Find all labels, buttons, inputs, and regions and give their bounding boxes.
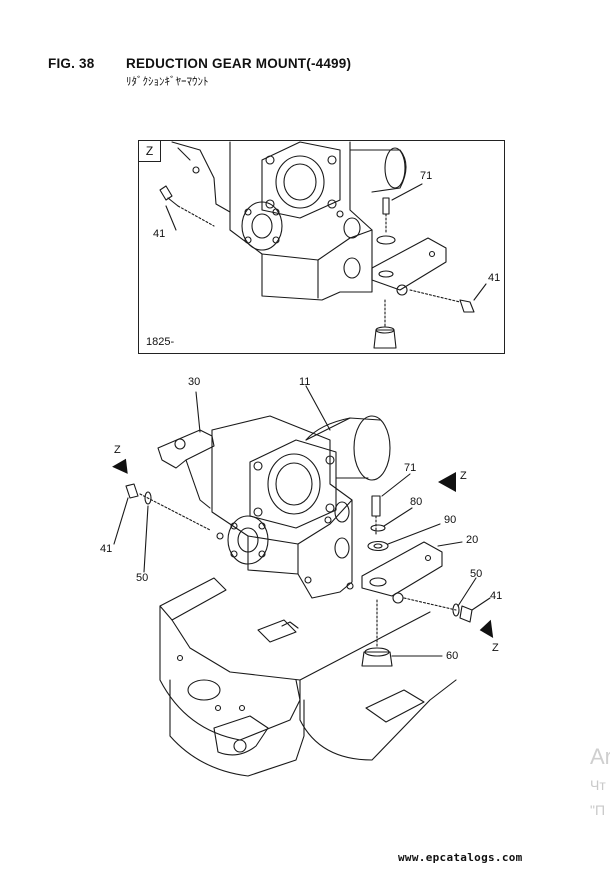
callout-20: 20 <box>466 534 479 546</box>
view-marker-z-left: Z <box>114 444 121 456</box>
inset-view-label: Z <box>139 141 161 162</box>
callout-71: 71 <box>404 462 417 474</box>
main-drawing <box>113 385 491 777</box>
view-marker-z-middle: Z <box>460 470 467 482</box>
inset-callout-41-left: 41 <box>153 228 166 240</box>
callout-60: 60 <box>446 650 459 662</box>
site-url[interactable]: www.epcatalogs.com <box>398 851 523 864</box>
watermark-line-1: Ar <box>590 744 610 769</box>
callout-50-right: 50 <box>470 568 483 580</box>
inset-drawing <box>159 141 487 349</box>
view-arrows <box>112 458 494 639</box>
serial-range: 1825- <box>146 336 175 348</box>
callout-41-left: 41 <box>100 543 113 555</box>
callout-41-right: 41 <box>490 590 503 602</box>
inset-callout-71: 71 <box>420 170 433 182</box>
watermark-line-2: Чт <box>590 777 606 793</box>
figure-subtitle: ﾘﾀﾞｸｼｮﾝｷﾞﾔｰﾏｳﾝﾄ <box>126 76 209 88</box>
watermark-line-3: "П <box>590 802 606 818</box>
inset-callout-41-right: 41 <box>488 272 501 284</box>
figure-number: FIG. 38 <box>48 56 95 71</box>
callout-11: 11 <box>299 376 311 388</box>
callout-30: 30 <box>188 376 201 388</box>
callout-80: 80 <box>410 496 423 508</box>
view-marker-z-bottom: Z <box>492 642 499 654</box>
inset-view-frame <box>138 140 505 354</box>
figure-title: REDUCTION GEAR MOUNT(-4499) <box>126 56 352 71</box>
callout-50-left: 50 <box>136 572 149 584</box>
callout-90: 90 <box>444 514 457 526</box>
